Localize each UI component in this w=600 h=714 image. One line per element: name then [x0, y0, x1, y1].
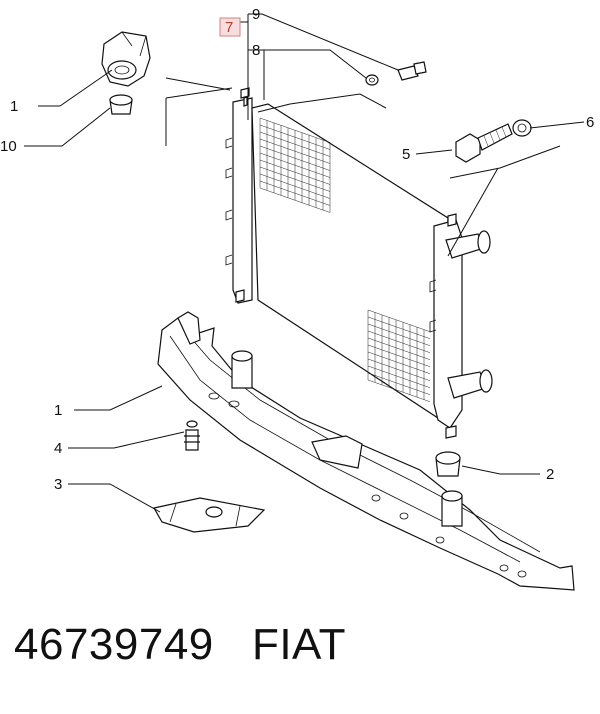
radiator-bottom-pin — [445, 425, 457, 439]
callout-9: 9 — [252, 6, 260, 23]
callout-1-lower: 1 — [54, 402, 62, 419]
callout-6: 6 — [586, 114, 594, 131]
callout-7-highlight — [219, 17, 241, 37]
callout-8: 8 — [252, 42, 260, 59]
callout-7: 7 — [225, 19, 233, 36]
leader-lines — [24, 13, 585, 513]
callout-10: 10 — [0, 138, 17, 155]
bleed-screw — [397, 61, 427, 81]
stud — [184, 420, 200, 451]
upper-bracket — [101, 31, 151, 87]
washer-small — [365, 74, 379, 86]
radiator-core — [251, 103, 449, 420]
rubber-mount-lower — [435, 451, 461, 477]
radiator-fins-upper — [259, 117, 331, 213]
rubber-mount-upper — [109, 94, 133, 115]
radiator-left-tank — [232, 97, 253, 304]
callout-labels: 1 10 7 9 8 5 6 1 4 3 2 — [0, 6, 594, 493]
radiator — [225, 87, 493, 439]
part-caption: 46739749 FIAT — [14, 620, 346, 670]
radiator-fins-lower — [367, 309, 431, 402]
crossmember-gusset — [311, 435, 363, 469]
bolt — [455, 123, 513, 163]
brand-name: FIAT — [251, 620, 347, 669]
callout-5: 5 — [402, 146, 410, 163]
crossmember-mount-right — [441, 490, 463, 527]
callout-3: 3 — [54, 476, 62, 493]
crossmember-body — [157, 317, 575, 591]
lower-crossmember — [157, 311, 575, 591]
spring-washer — [512, 119, 532, 137]
callout-4: 4 — [54, 440, 62, 457]
crossmember-mount-left — [231, 350, 253, 389]
callout-1-upper: 1 — [10, 98, 18, 115]
callout-2: 2 — [546, 466, 554, 483]
radiator-right-tank — [433, 219, 463, 429]
radiator-filler-neck — [240, 87, 250, 107]
plate — [153, 497, 266, 533]
part-number: 46739749 — [14, 620, 214, 669]
